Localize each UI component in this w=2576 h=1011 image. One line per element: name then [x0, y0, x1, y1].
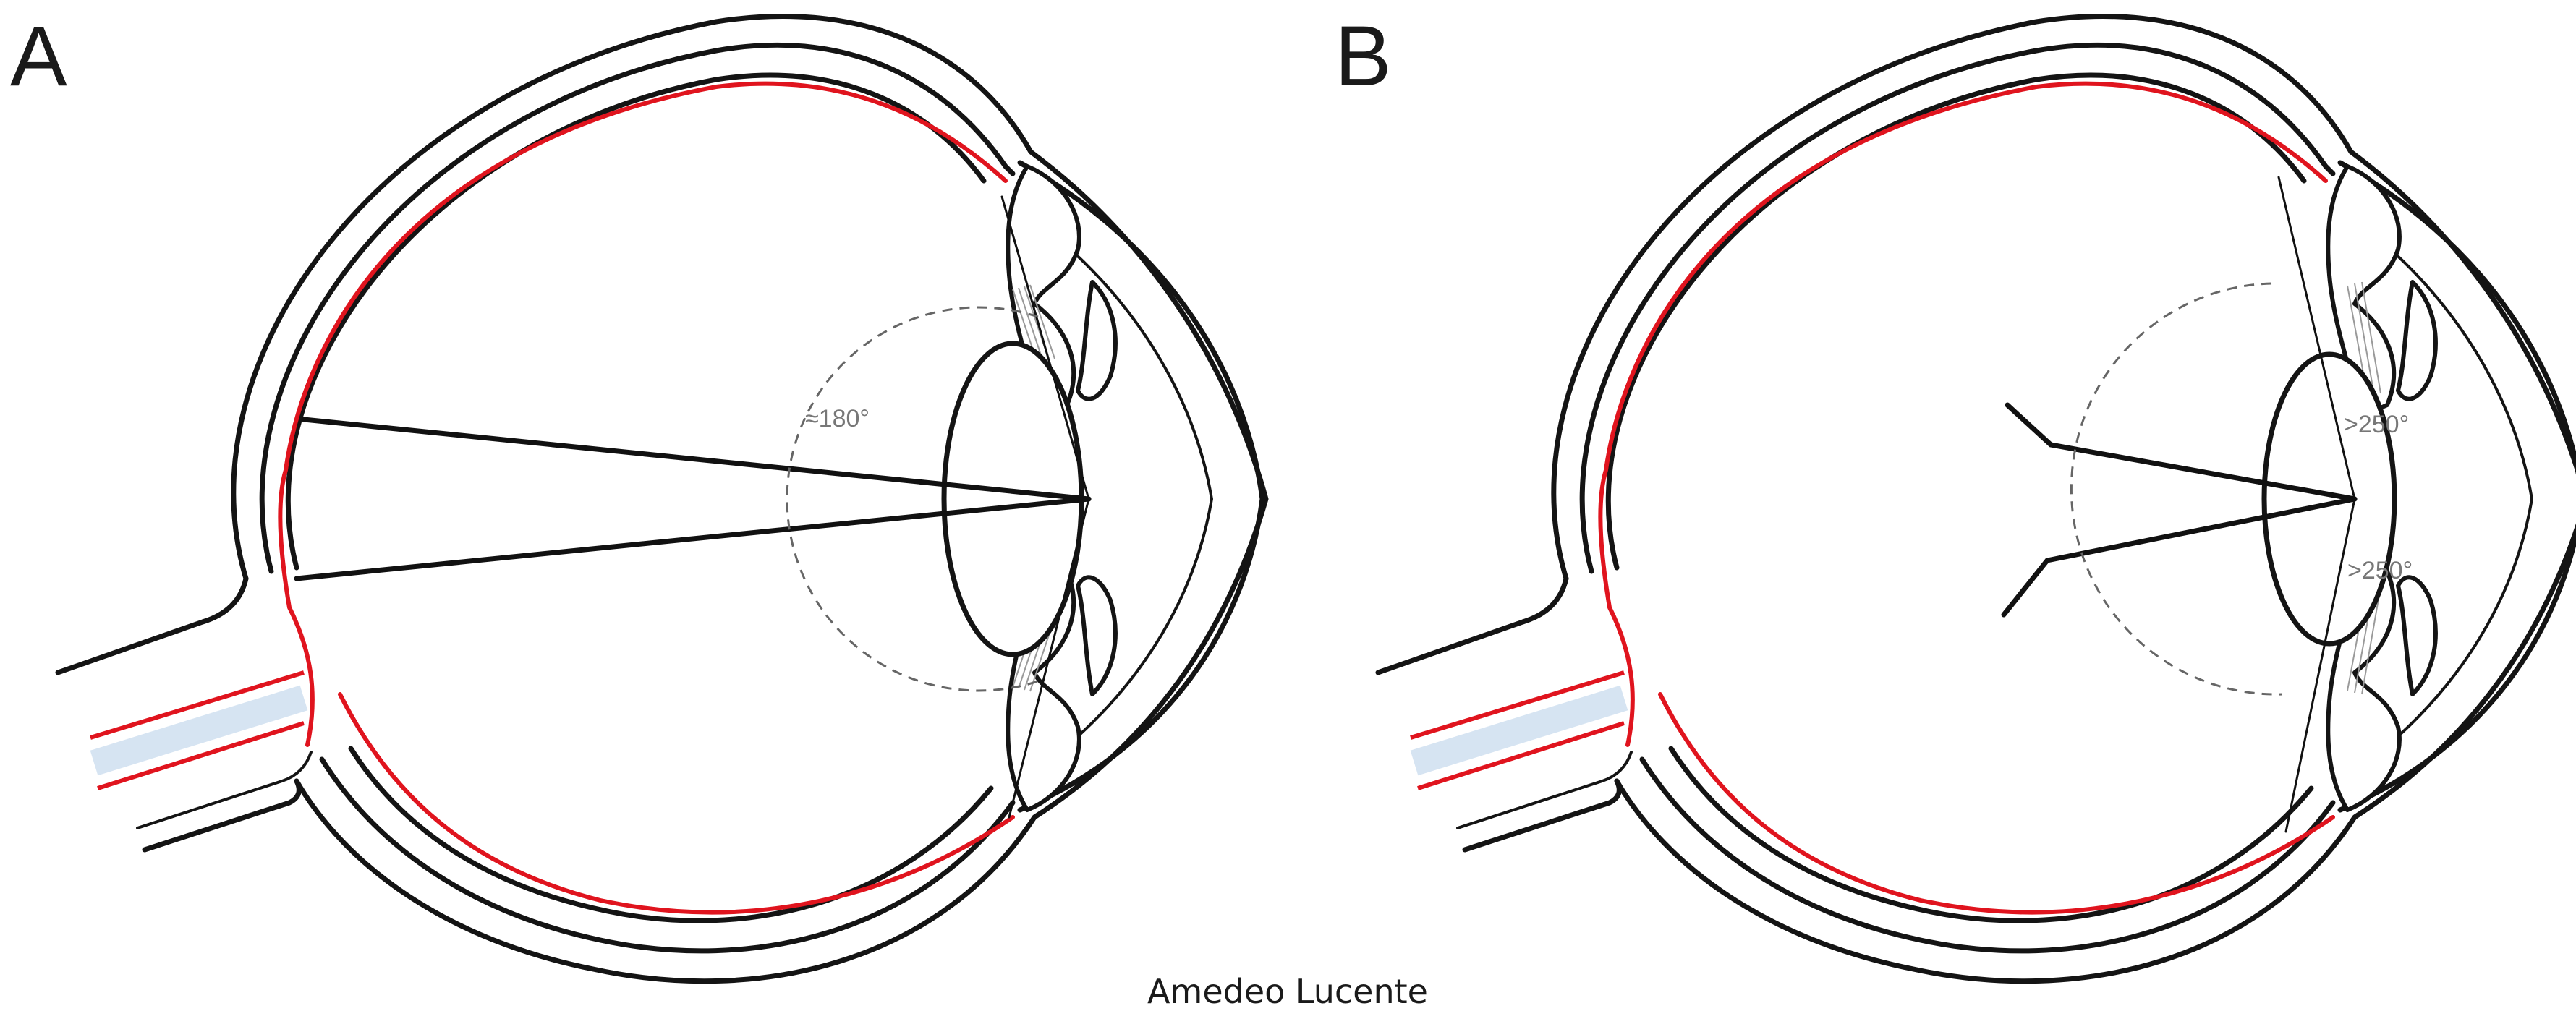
- eye-a-line-lower: [1008, 498, 1090, 819]
- eye-a-ray-lower: [294, 496, 1092, 581]
- panel-b: B >250° >250°: [1335, 9, 2576, 981]
- eye-b-lens: [2261, 351, 2397, 647]
- eye-b-line-lower: [2284, 498, 2356, 833]
- eye-a-retina-lower: [338, 692, 1015, 915]
- eye-b-retina: [1598, 81, 2328, 747]
- eye-b-ray-lower: [2001, 496, 2358, 618]
- eye-b-angle-arc: [2070, 282, 2283, 696]
- eye-b-angle-label-lower: >250°: [2347, 557, 2413, 584]
- panel-a: A ≈180°: [10, 9, 1266, 981]
- author-credit: Amedeo Lucente: [1147, 972, 1428, 1011]
- eye-b-retina-lower: [1658, 692, 2335, 915]
- eye-b-line-retina-upper: [2006, 404, 2052, 446]
- eye-a-angle-label: ≈180°: [805, 405, 870, 432]
- eye-b-line-upper: [2277, 176, 2356, 500]
- eye-a-retina: [278, 81, 1008, 747]
- eye-a-line-upper: [1000, 195, 1090, 500]
- eye-b-angle-label-upper: >250°: [2344, 411, 2409, 438]
- eye-a-ray-upper: [301, 417, 1092, 502]
- panel-b-label: B: [1335, 9, 1392, 104]
- panel-a-label: A: [10, 9, 67, 104]
- eye-a-angle-arc: [786, 306, 1039, 692]
